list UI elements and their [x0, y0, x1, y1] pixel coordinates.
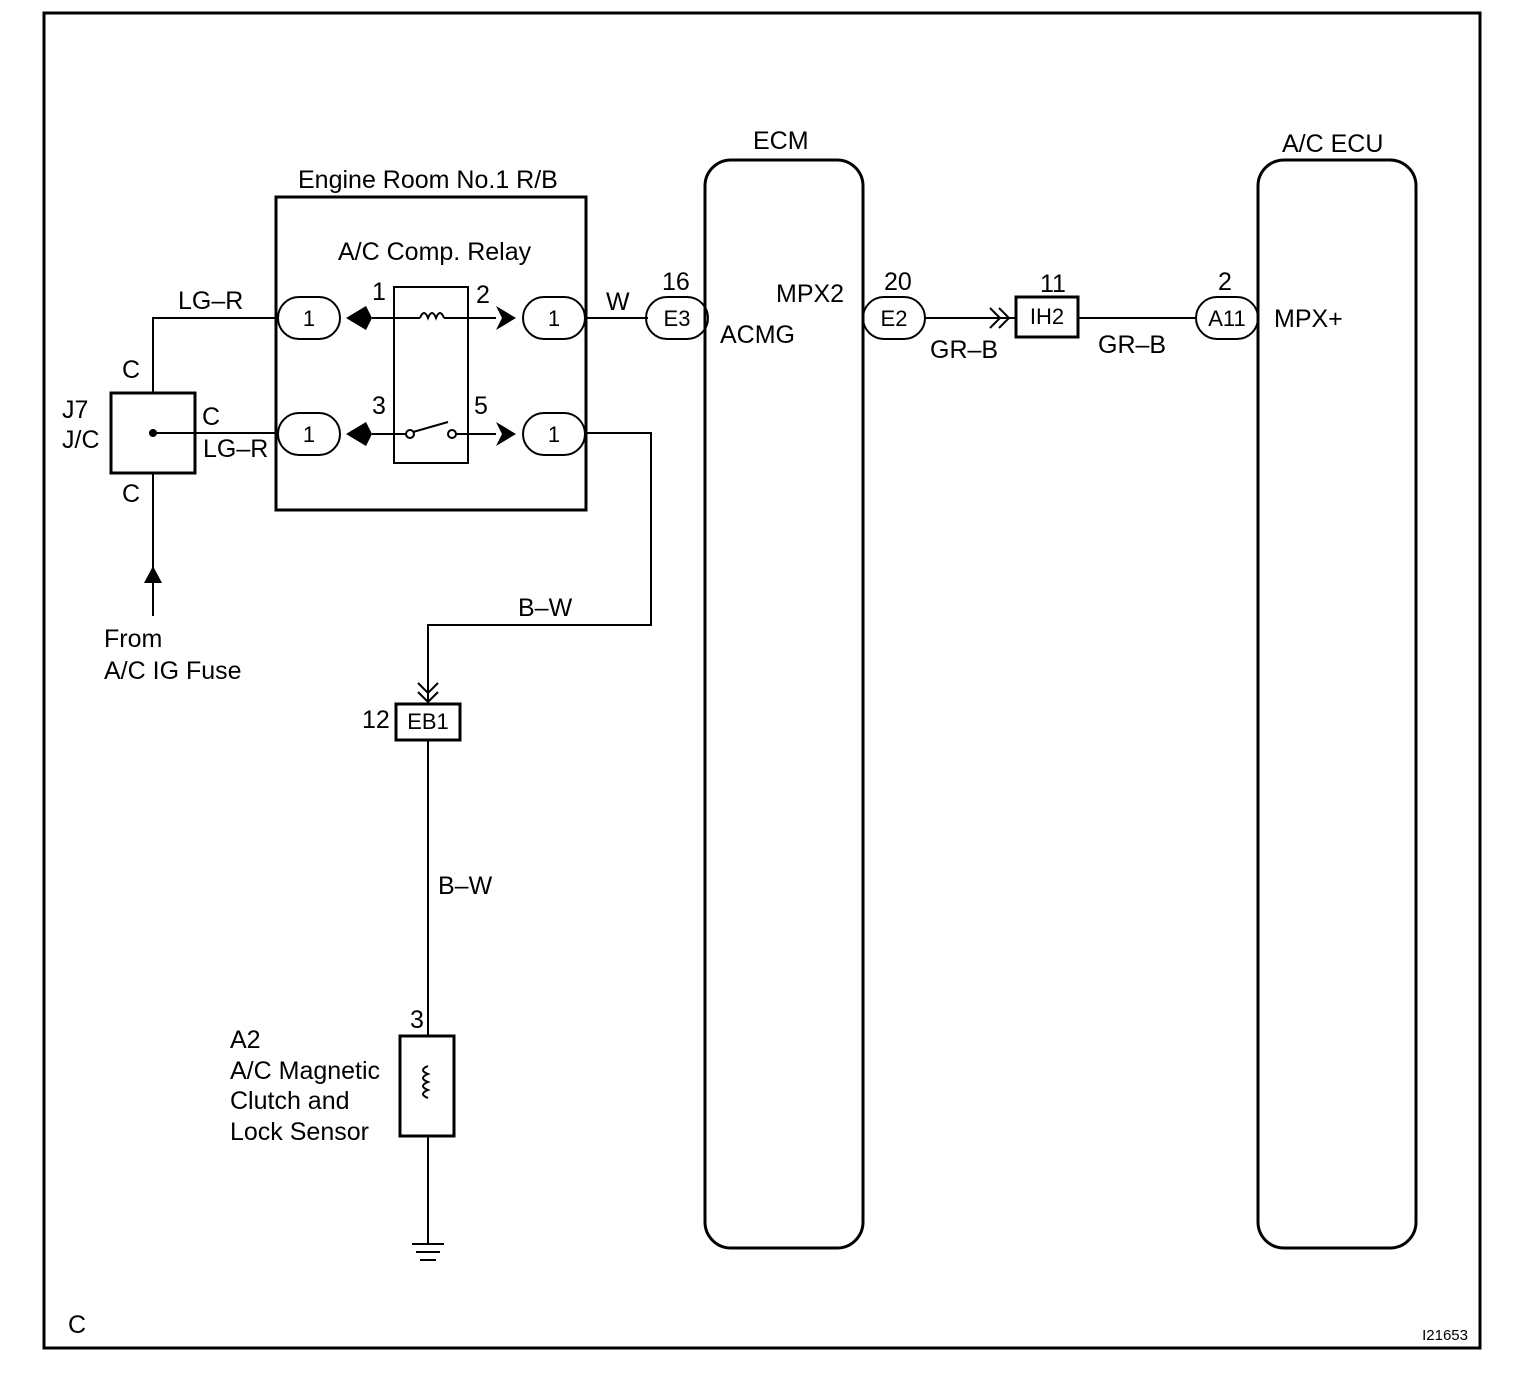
ecm-outline — [703, 158, 865, 1250]
connector-eb1-pin: 12 — [362, 706, 390, 734]
ecm-connector-e2-label: E2 — [881, 306, 908, 331]
clutch-coil-icon — [422, 1065, 431, 1099]
wire-lg-r-upper — [152, 317, 278, 393]
diagram-frame — [42, 11, 1482, 1350]
ecm-connector-e3 — [645, 296, 709, 340]
connector-arrow-icon — [417, 682, 439, 704]
wire-b-w-upper — [427, 432, 652, 704]
corner-code: C — [68, 1311, 86, 1339]
magnetic-clutch-box — [398, 1034, 456, 1138]
ecm-terminal-mpx2: MPX2 — [776, 280, 844, 308]
connector-ih2-pin: 11 — [1040, 270, 1066, 298]
ac-ecu-unit: A/C ECU A11 2 MPX+ — [1195, 130, 1418, 1250]
relay-connector-label: 1 — [548, 306, 560, 331]
junction-code-right: C — [202, 403, 220, 431]
magnetic-clutch: 3 A2 A/C Magnetic Clutch and Lock Sensor — [230, 1006, 456, 1146]
chevron-terminal-icon — [346, 306, 372, 330]
ecm-unit: ECM E3 16 ACMG MPX2 E2 20 — [645, 127, 926, 1250]
magnetic-clutch-name-1: A/C Magnetic — [230, 1057, 380, 1085]
ac-ecu-connector-a11 — [1195, 296, 1259, 340]
wire-label-w: W — [606, 288, 630, 316]
ecm-connector-e3-label: E3 — [664, 306, 691, 331]
relay-coil-icon — [394, 312, 468, 321]
relay-pin-5: 5 — [474, 392, 488, 420]
figure-id: I21653 — [1422, 1327, 1468, 1344]
relay-pin-2: 2 — [476, 281, 490, 309]
junction-name: J/C — [62, 426, 100, 454]
ecm-title: ECM — [753, 127, 809, 155]
junction-code-top: C — [122, 356, 140, 384]
wire-label-lg-r-lower: LG–R — [203, 435, 268, 463]
ac-ecu-connector-label: A11 — [1208, 306, 1246, 331]
ac-ecu-terminal: MPX+ — [1274, 305, 1343, 333]
junction-id: J7 — [62, 396, 88, 424]
ecm-terminal-acmg: ACMG — [720, 321, 795, 349]
chevron-terminal-icon — [496, 422, 516, 446]
arrow-up-icon — [144, 566, 162, 583]
chevron-terminal-icon — [496, 306, 516, 330]
wire-label-lg-r-upper: LG–R — [178, 287, 243, 315]
relay-box: Engine Room No.1 R/B A/C Comp. Relay 1 2… — [274, 166, 588, 512]
connector-eb1-name: EB1 — [407, 709, 449, 734]
fuse-source-line2: A/C IG Fuse — [104, 657, 242, 685]
relay-box-title: Engine Room No.1 R/B — [298, 166, 558, 194]
relay-title: A/C Comp. Relay — [338, 238, 532, 266]
relay-box-outline — [274, 195, 588, 512]
chevron-terminal-icon — [346, 422, 372, 446]
ac-ecu-outline — [1256, 158, 1418, 1250]
wire-label-gr-b-left: GR–B — [930, 336, 998, 364]
ac-ecu-pin: 2 — [1218, 268, 1232, 296]
relay-connector-label: 1 — [303, 422, 315, 447]
connector-ih2: IH2 11 — [1014, 270, 1080, 339]
wire-label-b-w-lower: B–W — [438, 872, 493, 900]
fuse-source-line1: From — [104, 625, 162, 653]
relay-switch-icon — [394, 421, 468, 439]
ecm-pin-e2: 20 — [884, 268, 912, 296]
wire-label-b-w-upper: B–W — [518, 594, 573, 622]
junction-code-bottom: C — [122, 480, 140, 508]
connector-ih2-name: IH2 — [1030, 304, 1064, 329]
relay-body — [393, 286, 469, 464]
magnetic-clutch-name-3: Lock Sensor — [230, 1118, 369, 1146]
relay-connector-label: 1 — [303, 306, 315, 331]
magnetic-clutch-id: A2 — [230, 1026, 261, 1054]
relay-pin-3: 3 — [372, 392, 386, 420]
ground-icon — [412, 1243, 444, 1261]
magnetic-clutch-pin: 3 — [410, 1006, 424, 1034]
ac-ecu-title: A/C ECU — [1282, 130, 1383, 158]
relay-pin-1: 1 — [372, 278, 386, 306]
relay-connector-label: 1 — [548, 422, 560, 447]
ecm-pin-e3: 16 — [662, 268, 690, 296]
magnetic-clutch-name-2: Clutch and — [230, 1087, 350, 1115]
connector-eb1: EB1 12 — [362, 702, 462, 742]
connector-arrow-icon — [989, 307, 1011, 329]
wire-label-gr-b-right: GR–B — [1098, 331, 1166, 359]
